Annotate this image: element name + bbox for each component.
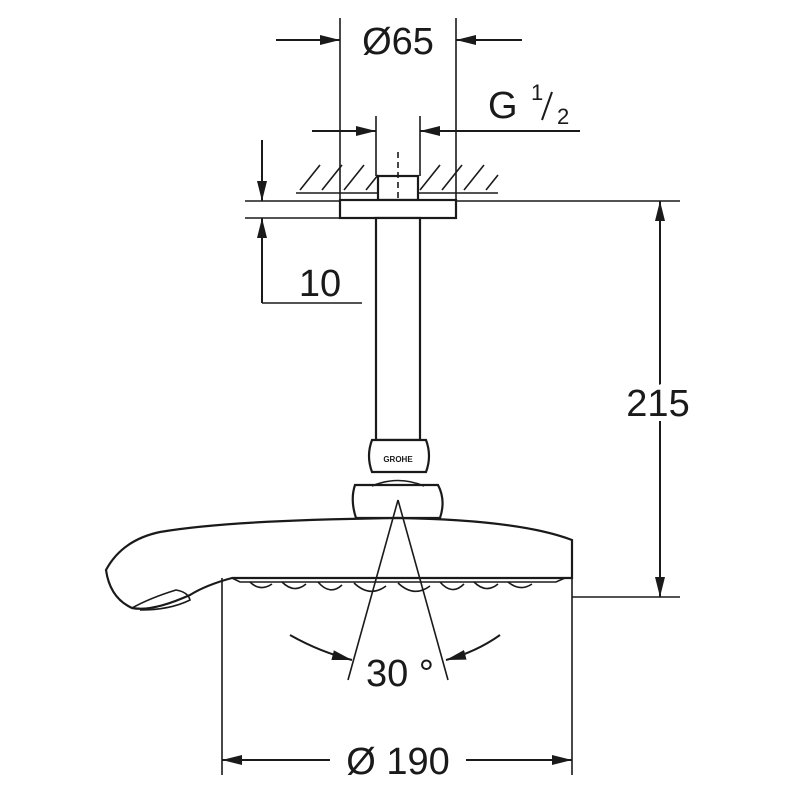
head-diameter-label: Ø 190 <box>346 741 450 783</box>
spray-angle-label: 30 ° <box>366 653 434 695</box>
thread-label: G <box>488 85 518 127</box>
grohe-logo: GROHE <box>383 455 413 464</box>
logo-nut: GROHE <box>367 438 431 474</box>
flange-diameter-label: Ø65 <box>362 21 434 63</box>
ceiling-offset-label: 10 <box>299 263 341 305</box>
ceiling-flange <box>338 152 458 220</box>
dimension-thread: G 1 2 <box>312 80 580 176</box>
thread-denominator: 2 <box>557 104 569 129</box>
ball-joint <box>351 479 444 520</box>
dimension-head-diameter: Ø 190 <box>221 578 573 783</box>
dimension-flange-diameter: Ø65 <box>276 18 522 200</box>
shower-head <box>104 516 574 611</box>
dimension-ceiling-offset: 10 <box>245 140 362 305</box>
shower-arm <box>374 216 422 442</box>
thread-numerator: 1 <box>531 80 543 105</box>
dimension-total-height: 215 <box>456 200 695 598</box>
total-height-label: 215 <box>626 383 689 425</box>
spray-nozzles <box>249 581 533 593</box>
dimension-spray-angle: 30 ° <box>289 499 501 695</box>
